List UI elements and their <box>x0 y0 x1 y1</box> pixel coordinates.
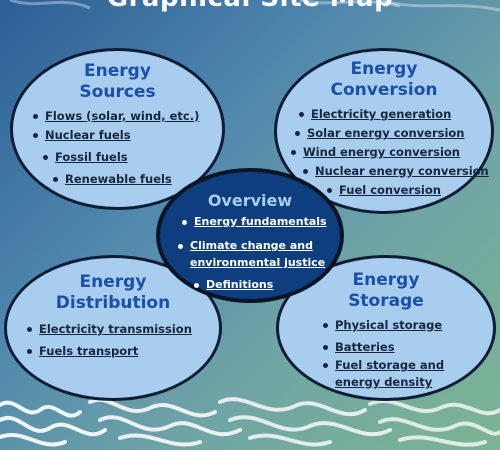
link-text[interactable]: energy density <box>335 375 433 389</box>
heading-line: Conversion <box>330 80 438 100</box>
energy-storage-heading[interactable]: Energy Storage <box>279 270 493 312</box>
link-fuel-storage-continuation[interactable]: energy density <box>323 375 493 389</box>
link-text[interactable]: Electricity transmission <box>39 322 192 336</box>
energy-conversion-list: Electricity generation Solar energy conv… <box>277 107 491 197</box>
energy-distribution-heading[interactable]: Energy Distribution <box>7 272 219 314</box>
heading-line: Storage <box>348 291 424 311</box>
energy-conversion-bubble[interactable]: Energy Conversion Electricity generation… <box>274 48 494 214</box>
page-title: Graphical Site Map <box>0 0 500 13</box>
link-text[interactable]: Solar energy conversion <box>307 126 465 140</box>
link-text[interactable]: Energy fundamentals <box>194 215 327 228</box>
energy-conversion-heading[interactable]: Energy Conversion <box>277 59 491 101</box>
link-fossil-fuels[interactable]: Fossil fuels <box>43 150 222 164</box>
link-text[interactable]: Definitions <box>206 278 274 291</box>
heading-line: Distribution <box>55 293 171 313</box>
link-text[interactable]: Nuclear fuels <box>45 128 131 142</box>
heading-line: Sources <box>79 82 156 102</box>
link-text[interactable]: Batteries <box>335 340 395 354</box>
link-text[interactable]: Wind energy conversion <box>303 145 460 159</box>
link-physical-storage[interactable]: Physical storage <box>323 318 493 332</box>
link-text[interactable]: Climate change and <box>190 239 313 252</box>
energy-sources-list: Flows (solar, wind, etc.) Nuclear fuels … <box>13 109 222 186</box>
link-definitions[interactable]: Definitions <box>194 278 340 292</box>
overview-heading[interactable]: Overview <box>207 191 293 210</box>
link-solar-energy-conversion[interactable]: Solar energy conversion <box>295 126 491 140</box>
link-renewable-fuels[interactable]: Renewable fuels <box>53 172 222 186</box>
link-batteries[interactable]: Batteries <box>323 340 493 354</box>
link-energy-fundamentals[interactable]: Energy fundamentals <box>182 215 340 229</box>
energy-sources-bubble[interactable]: Energy Sources Flows (solar, wind, etc.)… <box>10 48 225 210</box>
energy-distribution-list: Electricity transmission Fuels transport <box>7 322 219 358</box>
link-nuclear-fuels[interactable]: Nuclear fuels <box>33 128 222 142</box>
link-text[interactable]: Fuels transport <box>39 344 139 358</box>
link-climate-change-continuation[interactable]: environmental justice <box>178 256 340 270</box>
link-text[interactable]: Fuel conversion <box>339 183 441 197</box>
heading-line: Energy <box>350 59 418 79</box>
link-text[interactable]: Fuel storage and <box>335 358 445 372</box>
link-text[interactable]: Fossil fuels <box>55 150 128 164</box>
link-electricity-generation[interactable]: Electricity generation <box>299 107 491 121</box>
heading-line: Energy <box>79 272 147 292</box>
overview-bubble[interactable]: Overview Energy fundamentals Climate cha… <box>156 168 344 303</box>
link-electricity-transmission[interactable]: Electricity transmission <box>27 322 219 336</box>
energy-storage-list: Physical storage Batteries Fuel storage … <box>279 318 493 389</box>
link-text[interactable]: Renewable fuels <box>65 172 172 186</box>
link-wind-energy-conversion[interactable]: Wind energy conversion <box>291 145 491 159</box>
link-text[interactable]: environmental justice <box>190 256 326 269</box>
link-nuclear-energy-conversion[interactable]: Nuclear energy conversion <box>303 164 491 178</box>
heading-line: Energy <box>84 61 151 81</box>
link-text[interactable]: Physical storage <box>335 318 443 332</box>
link-text[interactable]: Flows (solar, wind, etc.) <box>45 109 200 123</box>
link-climate-change[interactable]: Climate change and <box>178 239 340 253</box>
link-flows[interactable]: Flows (solar, wind, etc.) <box>33 109 222 123</box>
energy-sources-heading[interactable]: Energy Sources <box>13 61 222 103</box>
link-text[interactable]: Electricity generation <box>311 107 452 121</box>
link-text[interactable]: Nuclear energy conversion <box>315 164 489 178</box>
link-fuel-storage-and-energy-density[interactable]: Fuel storage and <box>323 358 493 372</box>
overview-list: Energy fundamentals Climate change and e… <box>160 215 340 292</box>
link-fuels-transport[interactable]: Fuels transport <box>27 344 219 358</box>
link-fuel-conversion[interactable]: Fuel conversion <box>327 183 491 197</box>
heading-line: Energy <box>352 270 420 290</box>
